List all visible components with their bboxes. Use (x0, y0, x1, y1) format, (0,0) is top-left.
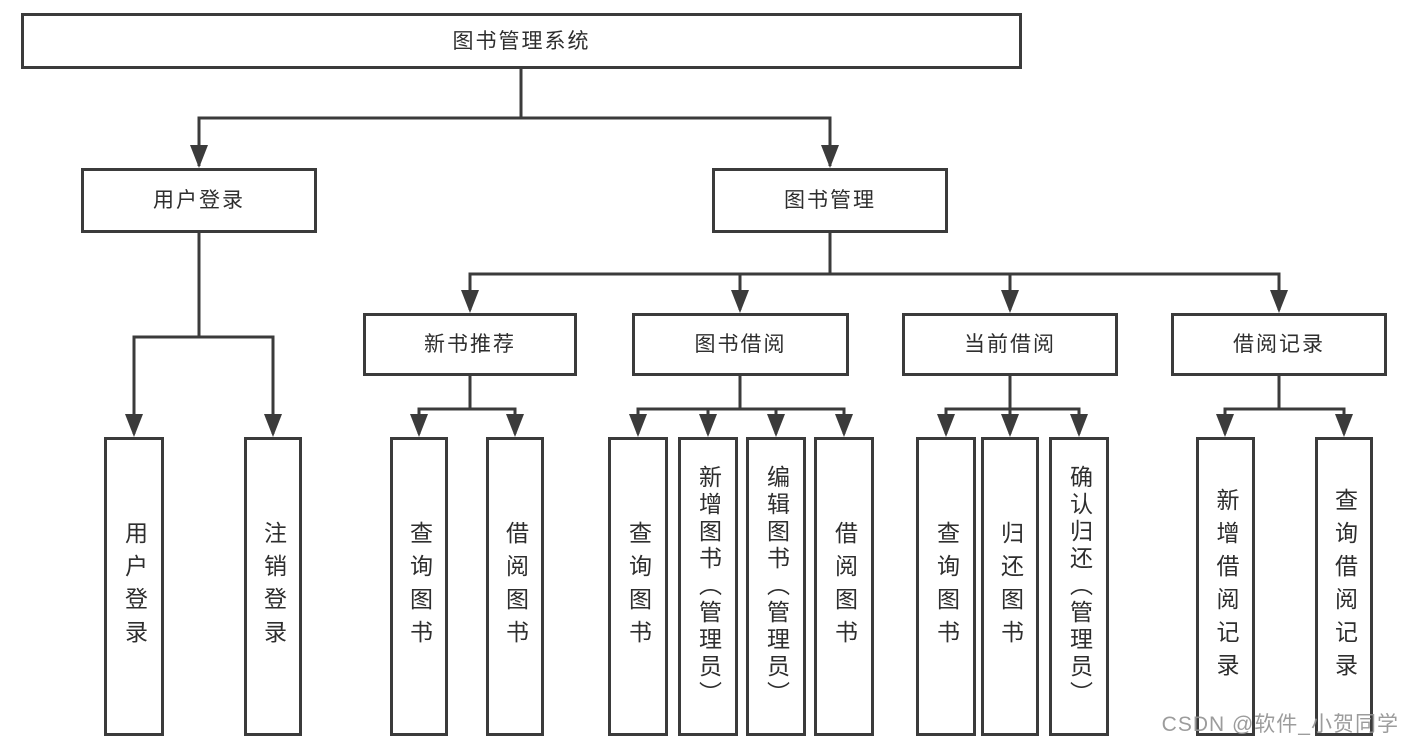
node-label: 新书推荐 (424, 333, 516, 356)
node-label: 注销登录 (260, 520, 287, 653)
node-label: 新增图书（管理员） (695, 465, 722, 708)
node-borrowing-records: 借阅记录 (1171, 313, 1387, 376)
node-label: 图书管理系统 (452, 29, 591, 53)
node-leaf-cb-return-books: 归还图书 (981, 437, 1039, 736)
node-label: 归还图书 (997, 520, 1024, 653)
node-label: 用户登录 (153, 189, 245, 212)
node-leaf-cb-confirm-return-admin: 确认归还（管理员） (1049, 437, 1109, 736)
watermark-text: CSDN @软件_小贺同学 (1161, 713, 1399, 736)
node-label: 当前借阅 (964, 333, 1056, 356)
node-user-login-branch: 用户登录 (81, 168, 317, 233)
node-leaf-nb-query-books: 查询图书 (390, 437, 448, 736)
node-label: 查询图书 (933, 520, 960, 653)
node-label: 借阅图书 (831, 520, 858, 653)
node-book-borrowing: 图书借阅 (632, 313, 849, 376)
node-label: 编辑图书（管理员） (763, 465, 790, 708)
node-book-management: 图书管理 (712, 168, 948, 233)
node-leaf-cb-query-books: 查询图书 (916, 437, 976, 736)
node-leaf-rec-add-record: 新增借阅记录 (1196, 437, 1255, 736)
node-label: 用户登录 (121, 520, 148, 653)
node-label: 查询图书 (625, 520, 652, 653)
node-leaf-user-login: 用户登录 (104, 437, 164, 736)
node-new-book-recommend: 新书推荐 (363, 313, 577, 376)
node-leaf-bb-query-books: 查询图书 (608, 437, 668, 736)
node-label: 借阅记录 (1233, 333, 1325, 356)
node-leaf-bb-add-books-admin: 新增图书（管理员） (678, 437, 738, 736)
node-label: 借阅图书 (502, 520, 529, 653)
node-label: 图书管理 (784, 189, 876, 212)
node-library-management-system: 图书管理系统 (21, 13, 1022, 69)
node-current-borrowing: 当前借阅 (902, 313, 1118, 376)
node-leaf-bb-borrow-books: 借阅图书 (814, 437, 874, 736)
node-leaf-bb-edit-books-admin: 编辑图书（管理员） (746, 437, 806, 736)
node-label: 图书借阅 (694, 333, 787, 356)
node-label: 确认归还（管理员） (1066, 465, 1093, 708)
node-label: 查询借阅记录 (1331, 487, 1358, 686)
node-leaf-rec-query-record: 查询借阅记录 (1315, 437, 1373, 736)
node-label: 查询图书 (406, 520, 433, 653)
node-label: 新增借阅记录 (1213, 487, 1239, 686)
node-leaf-logout: 注销登录 (244, 437, 302, 736)
node-leaf-nb-borrow-books: 借阅图书 (486, 437, 544, 736)
